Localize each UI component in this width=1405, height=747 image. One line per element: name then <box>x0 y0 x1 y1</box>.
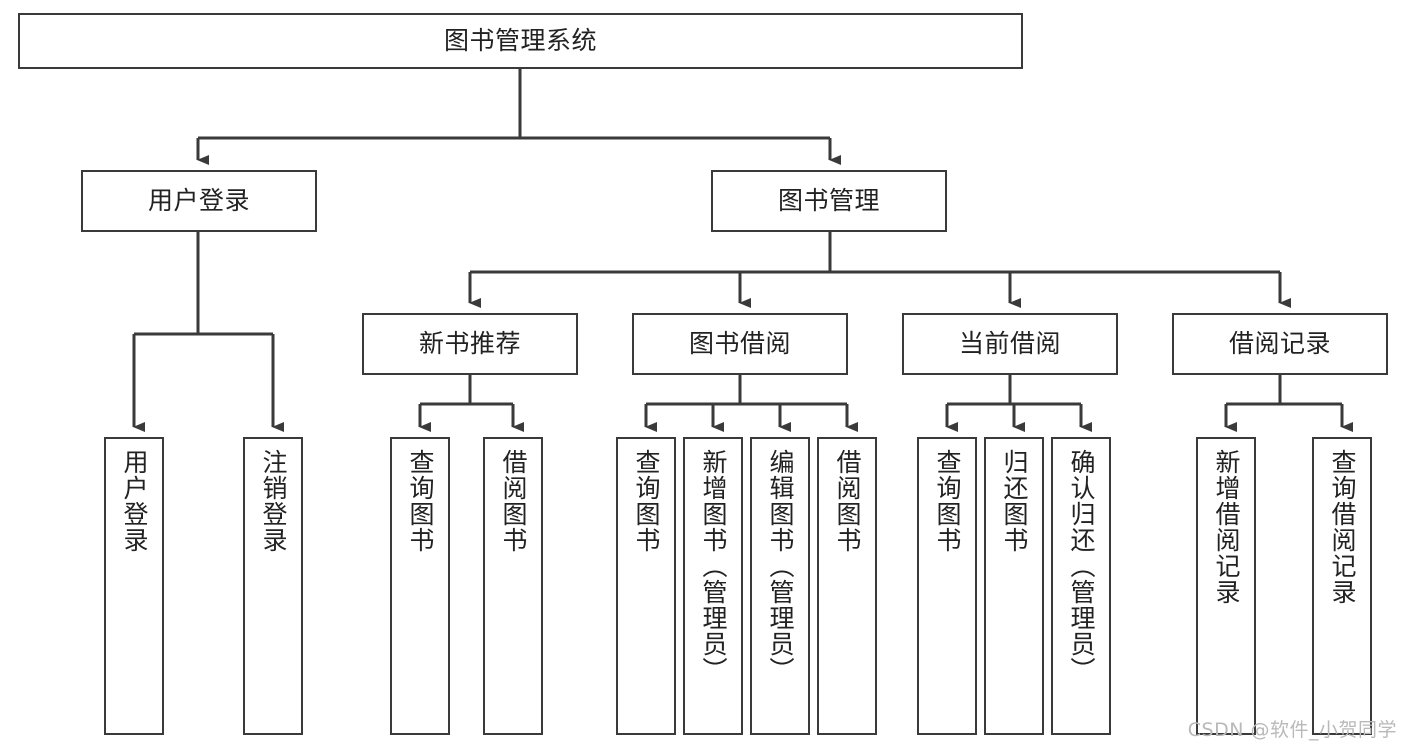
node-book-management[interactable]: 图书管理 <box>711 170 947 232</box>
leaf-borrow-book-recommend[interactable]: 借阅图书 <box>483 437 543 735</box>
node-new-book-recommend[interactable]: 新书推荐 <box>362 313 578 375</box>
node-new-book-recommend-label: 新书推荐 <box>418 329 521 358</box>
leaf-logout-label: 注销登录 <box>259 449 288 553</box>
leaf-edit-book-admin-label: 编辑图书（管理员） <box>766 449 795 683</box>
leaf-query-borrow-record[interactable]: 查询借阅记录 <box>1312 437 1372 735</box>
leaf-query-book-borrow-label: 查询图书 <box>632 449 661 553</box>
node-root-label: 图书管理系统 <box>443 26 597 55</box>
leaf-query-borrow-record-label: 查询借阅记录 <box>1328 449 1357 605</box>
node-book-borrow[interactable]: 图书借阅 <box>632 313 848 375</box>
leaf-user-login[interactable]: 用户登录 <box>104 437 164 735</box>
leaf-add-borrow-record-label: 新增借阅记录 <box>1212 449 1241 605</box>
leaf-borrow-book[interactable]: 借阅图书 <box>817 437 877 735</box>
leaf-query-book-recommend-label: 查询图书 <box>406 449 435 553</box>
leaf-add-book-admin-label: 新增图书（管理员） <box>699 449 728 683</box>
leaf-borrow-book-label: 借阅图书 <box>833 449 862 553</box>
leaf-confirm-return-admin-label: 确认归还（管理员） <box>1067 449 1096 683</box>
leaf-borrow-book-recommend-label: 借阅图书 <box>499 449 528 553</box>
leaf-logout[interactable]: 注销登录 <box>243 437 303 735</box>
leaf-return-book[interactable]: 归还图书 <box>984 437 1044 735</box>
leaf-user-login-label: 用户登录 <box>120 449 149 553</box>
leaf-return-book-label: 归还图书 <box>1000 449 1029 553</box>
node-book-borrow-label: 图书借阅 <box>688 329 791 358</box>
node-root[interactable]: 图书管理系统 <box>18 13 1023 69</box>
node-current-borrow[interactable]: 当前借阅 <box>902 313 1118 375</box>
leaf-query-book-recommend[interactable]: 查询图书 <box>390 437 450 735</box>
node-current-borrow-label: 当前借阅 <box>958 329 1061 358</box>
leaf-add-book-admin[interactable]: 新增图书（管理员） <box>683 437 743 735</box>
watermark: CSDN @软件_小贺同学 <box>1187 719 1397 741</box>
leaf-query-book-borrow[interactable]: 查询图书 <box>616 437 676 735</box>
node-borrow-record[interactable]: 借阅记录 <box>1172 313 1388 375</box>
leaf-edit-book-admin[interactable]: 编辑图书（管理员） <box>750 437 810 735</box>
node-book-management-label: 图书管理 <box>777 186 880 215</box>
leaf-confirm-return-admin[interactable]: 确认归还（管理员） <box>1051 437 1111 735</box>
node-user-login[interactable]: 用户登录 <box>81 170 317 232</box>
node-borrow-record-label: 借阅记录 <box>1228 329 1331 358</box>
leaf-query-book-current[interactable]: 查询图书 <box>917 437 977 735</box>
leaf-query-book-current-label: 查询图书 <box>933 449 962 553</box>
node-user-login-label: 用户登录 <box>147 186 250 215</box>
leaf-add-borrow-record[interactable]: 新增借阅记录 <box>1196 437 1256 735</box>
